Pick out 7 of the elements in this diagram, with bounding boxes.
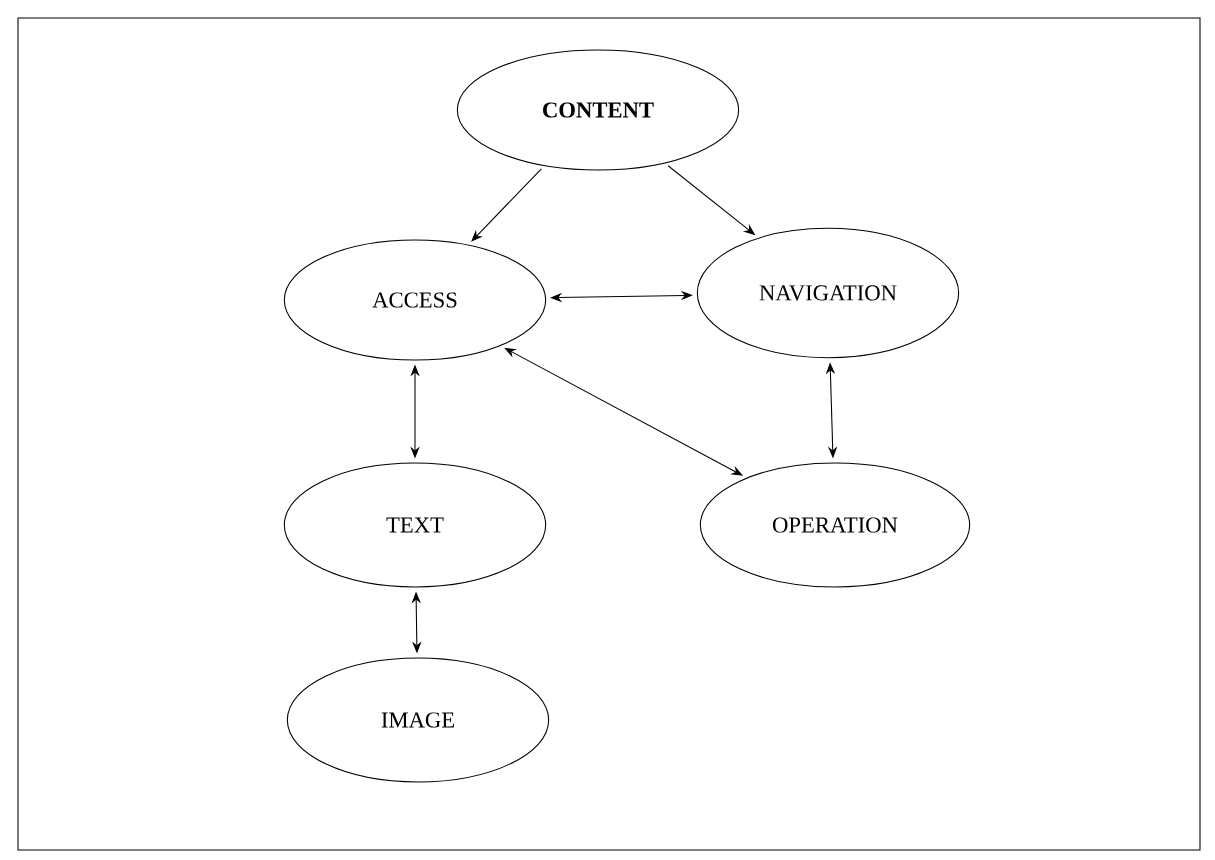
- ellipse-node: IMAGE: [286, 657, 550, 783]
- ellipse-node: NAVIGATION: [696, 227, 960, 359]
- arrow: [471, 168, 542, 242]
- ellipse-node: CONTENT: [456, 49, 740, 171]
- ellipse-node: OPERATION: [699, 462, 971, 588]
- ellipse-node: TEXT: [283, 462, 547, 588]
- ellipse-node: ACCESS: [283, 239, 547, 361]
